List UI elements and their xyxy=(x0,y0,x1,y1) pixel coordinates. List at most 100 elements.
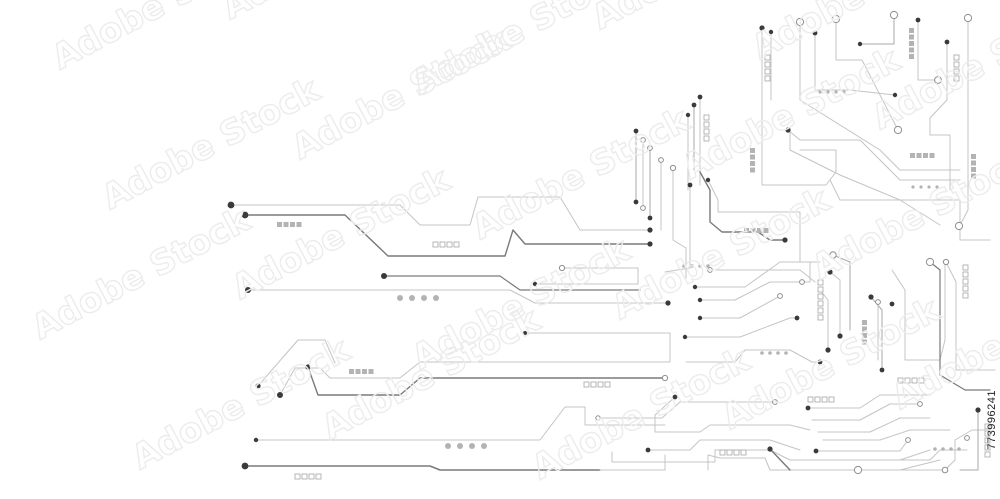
node-dot xyxy=(794,315,800,321)
node-dot xyxy=(837,333,843,339)
pad-square-outline xyxy=(904,377,911,384)
pad-square-outline xyxy=(703,128,710,135)
node-dot xyxy=(227,201,235,209)
pad-square-outline xyxy=(911,377,918,384)
pad-square-outline xyxy=(962,292,969,299)
pad-square-outline xyxy=(984,423,991,430)
node-dot xyxy=(768,29,774,35)
circuit-trace xyxy=(859,14,895,45)
node-ring xyxy=(831,14,841,24)
circuit-trace xyxy=(859,449,931,461)
pad-dot xyxy=(935,185,939,189)
pad-square xyxy=(971,173,976,179)
node-ring xyxy=(595,415,601,421)
pad-dot xyxy=(768,351,772,355)
circuit-trace xyxy=(959,409,979,471)
node-dot xyxy=(915,17,921,23)
pad-square-outline xyxy=(308,473,315,480)
node-dot xyxy=(759,25,765,31)
circuit-trace xyxy=(684,317,798,338)
node-ring xyxy=(934,76,942,84)
circuit-trace xyxy=(815,439,909,452)
node-ring xyxy=(658,157,664,163)
pad-square-outline xyxy=(828,396,835,403)
node-dot xyxy=(672,394,678,400)
pad-square-outline xyxy=(817,279,824,286)
node-ring xyxy=(941,466,949,474)
pad-square xyxy=(763,228,769,233)
circuit-trace xyxy=(832,254,851,331)
pad-square-outline xyxy=(590,381,597,388)
circuit-trace xyxy=(599,454,666,471)
node-dot xyxy=(785,127,791,133)
pad-square-outline xyxy=(918,377,925,384)
circuit-trace xyxy=(654,396,811,433)
pad-square xyxy=(909,54,914,59)
circuit-trace xyxy=(699,295,781,319)
pad-dot xyxy=(682,264,686,268)
pad-square xyxy=(909,28,914,33)
node-dot xyxy=(857,41,863,47)
circuit-trace xyxy=(811,403,921,421)
pad-dot xyxy=(690,264,694,268)
pad-dot xyxy=(445,443,451,449)
node-ring xyxy=(661,374,669,382)
node-ring xyxy=(558,264,566,272)
node-ring xyxy=(889,10,899,20)
circuit-trace xyxy=(244,214,651,257)
pad-square xyxy=(750,167,755,173)
node-ring xyxy=(777,293,783,299)
pad-square xyxy=(971,154,976,159)
pad-square xyxy=(757,228,762,233)
pad-square-outline xyxy=(953,68,960,75)
pad-dot xyxy=(457,443,463,449)
pad-square-outline xyxy=(439,241,446,248)
pad-dot xyxy=(433,295,439,301)
circuit-trace xyxy=(534,267,639,285)
node-dot xyxy=(697,315,703,321)
pad-square-outline xyxy=(962,271,969,278)
pad-square-outline xyxy=(703,114,710,121)
pad-square xyxy=(862,339,867,345)
pad-square-outline xyxy=(984,451,991,458)
pad-square xyxy=(929,153,935,158)
pad-square xyxy=(909,41,914,46)
pad-dot xyxy=(706,264,710,268)
pad-square xyxy=(744,228,749,233)
pad-square xyxy=(750,148,755,153)
node-dot xyxy=(241,462,249,470)
pad-square xyxy=(923,153,928,158)
node-ring xyxy=(954,221,964,231)
circuit-trace xyxy=(672,167,687,279)
node-ring xyxy=(917,401,923,407)
node-dot xyxy=(827,269,833,275)
circuit-trace xyxy=(597,401,776,419)
pad-dot xyxy=(919,185,923,189)
circuit-trace xyxy=(817,417,931,433)
pad-square xyxy=(909,34,914,40)
pad-square xyxy=(368,369,374,374)
pad-dot xyxy=(776,351,780,355)
pad-square xyxy=(296,222,302,227)
node-dot xyxy=(665,300,671,306)
pad-square xyxy=(910,153,915,158)
pad-square-outline xyxy=(814,396,821,403)
pad-square-outline xyxy=(897,377,904,384)
circuit-trace xyxy=(857,429,986,471)
pad-square xyxy=(750,161,755,166)
node-dot xyxy=(782,237,788,243)
circuit-trace xyxy=(761,27,837,186)
pad-dot xyxy=(469,443,475,449)
node-dot xyxy=(685,112,691,118)
pad-square xyxy=(290,222,295,227)
circuit-trace xyxy=(709,269,816,283)
circuit-trace xyxy=(819,289,829,351)
node-ring xyxy=(829,251,837,259)
pad-dot xyxy=(957,447,961,451)
pad-dot xyxy=(941,447,945,451)
pad-square-outline xyxy=(453,241,460,248)
circuit-trace xyxy=(959,17,969,226)
node-ring xyxy=(647,145,653,151)
pad-dot xyxy=(834,90,838,94)
circuit-trace xyxy=(787,129,961,181)
